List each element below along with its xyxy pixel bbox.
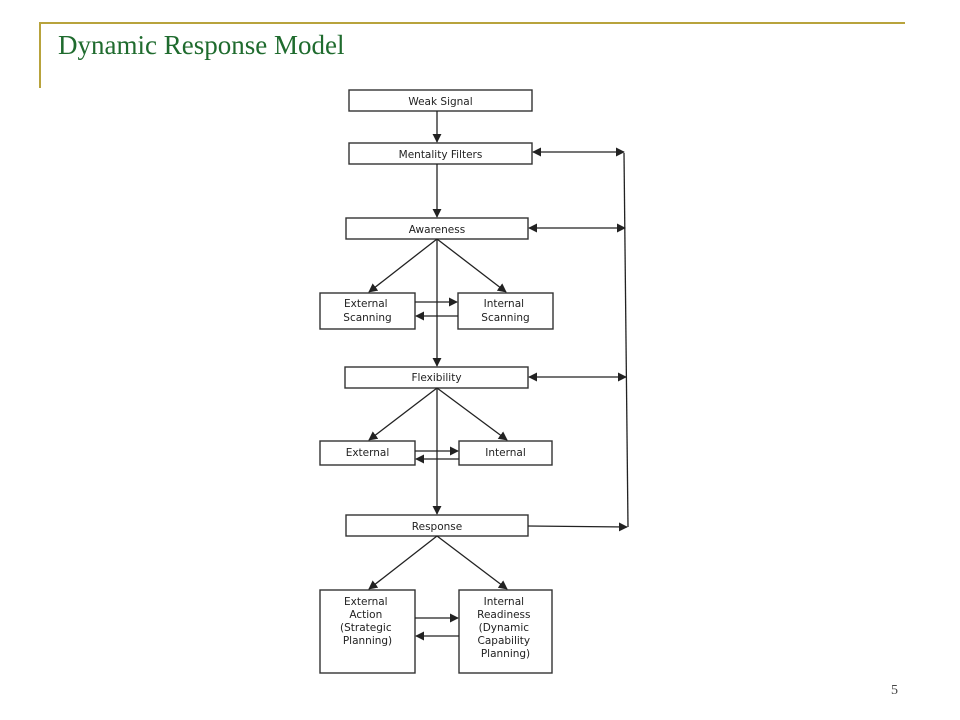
edge-awareness-to-external-scanning	[368, 238, 438, 293]
label-internal-scanning: Internal Scanning	[481, 298, 529, 324]
label-external-scanning: External Scanning	[343, 298, 391, 324]
node-external-action	[319, 589, 416, 674]
label-external-action: External Action (Strategic Planning)	[340, 596, 395, 647]
node-weak-signal	[348, 89, 533, 112]
node-internal-readiness	[458, 589, 553, 674]
label-external: External	[346, 447, 390, 459]
node-internal	[458, 440, 553, 466]
label-mentality-filters: Mentality Filters	[399, 149, 483, 161]
edge-awareness-to-internal-scanning	[436, 238, 507, 293]
label-weak-signal: Weak Signal	[408, 96, 472, 108]
edge-response-to-internal-readiness	[436, 535, 508, 590]
slide-title: Dynamic Response Model	[58, 30, 345, 60]
edge-flexibility-to-internal	[436, 387, 508, 441]
edge-response-to-feedback-line	[527, 522, 628, 532]
title-accent-line-left	[39, 22, 41, 88]
label-response: Response	[412, 521, 462, 533]
label-flexibility: Flexibility	[411, 372, 461, 384]
label-internal-readiness: Internal Readiness (Dynamic Capability P…	[477, 596, 534, 660]
title-accent-line-top	[39, 22, 905, 24]
page-number: 5	[891, 683, 898, 698]
feedback-vertical-line	[623, 152, 629, 528]
node-internal-scanning	[457, 292, 554, 330]
edge-response-to-external-action	[368, 535, 438, 590]
node-mentality-filters	[348, 142, 533, 165]
edge-flexibility-to-external	[368, 387, 438, 441]
label-awareness: Awareness	[409, 224, 465, 236]
node-external	[319, 440, 416, 466]
node-external-scanning	[319, 292, 416, 330]
label-internal: Internal	[485, 447, 525, 459]
